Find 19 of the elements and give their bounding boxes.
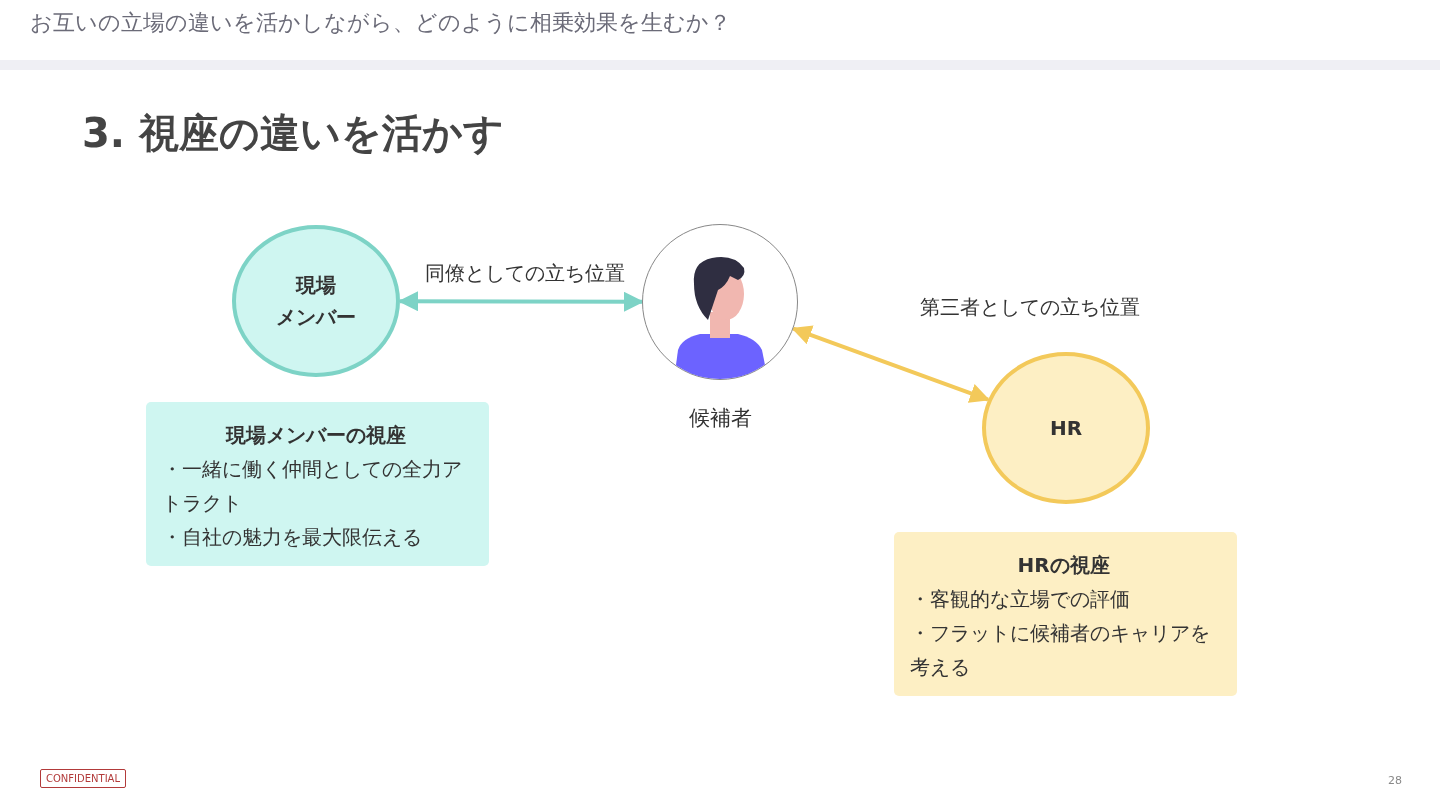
member-viewpoint-card (146, 402, 489, 566)
circle-label: HR (1049, 415, 1083, 442)
circle-label: メンバー (276, 304, 356, 331)
double-arrow (398, 291, 644, 312)
bullet-text: ・客観的な立場での評価 (910, 586, 1131, 613)
card-heading: HRの視座 (1016, 552, 1111, 579)
candidate-circle (642, 224, 798, 380)
bullet-text: ・一緒に働く仲間としての全力アトラクト (162, 456, 463, 517)
header-text: お互いの立場の違いを活かしながら、どのように相乗効果を生むか？ (30, 9, 731, 37)
bullet-text: ・フラットに候補者のキャリアを考える (910, 620, 1211, 681)
candidate-label: 候補者 (687, 405, 753, 432)
double-arrow (791, 325, 990, 403)
slide-title: 3. 視座の違いを活かす (82, 109, 504, 158)
confidential-tag: CONFIDENTIAL (40, 769, 126, 788)
hr-viewpoint-card (894, 532, 1237, 696)
bullet-text: ・自社の魅力を最大限伝える (162, 524, 423, 551)
circle-label: 現場 (296, 272, 336, 299)
page-number: 28 (1388, 774, 1402, 787)
card-heading: 現場メンバーの視座 (224, 422, 407, 449)
